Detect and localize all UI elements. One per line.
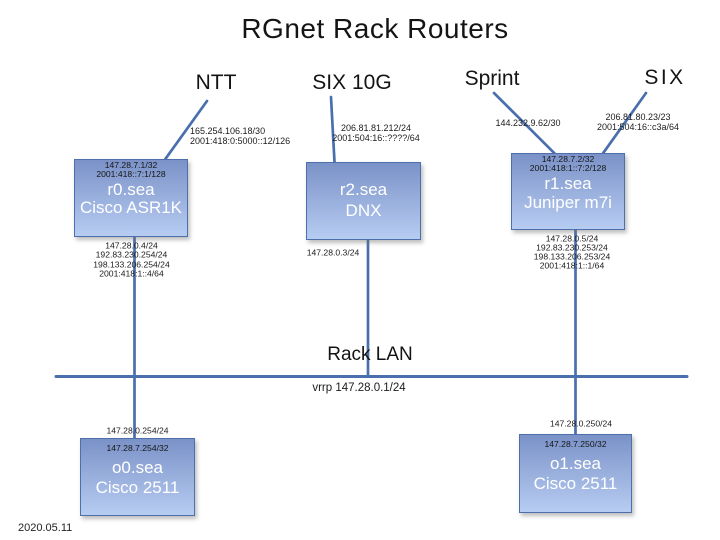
node-model: Cisco 2511 [95,478,180,497]
address-line: 147.28.0.250/24 [549,418,613,429]
lan-address-r2: 147.28.0.3/24 [306,247,360,258]
vrrp-label: vrrp 147.28.0.1/24 [312,382,406,394]
address-line: 147.28.0.4/24 [105,240,158,251]
rack-lan-label: Rack LAN [327,344,413,365]
node-model: Cisco 2511 [533,474,618,493]
uplink-addresses-six10g: 206.81.81.212/24 2001:504:16::????/64 [332,123,420,143]
node-loopbacks: 147.28.7.254/32 [106,444,168,453]
address-line: 206.81.81.212/24 [340,122,412,133]
uplink-label-six: SIX [644,66,686,89]
node-model: Juniper m7i [524,192,612,212]
uplink-label-ntt: NTT [195,71,237,94]
uplink-addresses-ntt: 165.254.106.18/30 2001:418:0:5000::12/12… [190,126,290,146]
address-line: 147.28.0.3/24 [306,247,360,258]
router-node-o1: 147.28.7.250/32 o1.sea Cisco 2511 [519,434,632,513]
address-line: 192.83.230.254/24 [95,249,168,260]
address-line: 2001:418:1::1/64 [539,260,605,271]
loopback-line: 147.28.7.1/32 [104,159,158,170]
node-name: r1.sea [544,174,592,193]
lan-addresses-r1: 147.28.0.5/24 192.83.230.253/24 198.133.… [533,232,611,271]
node-name: r0.sea [107,179,155,199]
uplink-addresses-six: 206.81.80.23/23 2001:504:16::c3a/64 [597,112,679,132]
uplink-label-sprint: Sprint [464,67,520,90]
lan-addresses-r0: 147.28.0.4/24 192.83.230.254/24 198.133.… [93,241,169,278]
loopback-line: 147.28.7.2/32 [541,154,595,164]
date-label: 2020.05.11 [18,522,73,534]
loopback-line: 147.28.7.250/32 [544,439,607,449]
router-node-r0: 147.28.7.1/32 2001:418::7:1/128 r0.sea C… [74,158,188,237]
link-six-r1 [601,91,648,155]
address-line: 198.133.206.253/24 [533,251,611,262]
address-line: 2001:418:1::4/64 [99,268,164,279]
diagram-title: RGnet Rack Routers [241,13,509,44]
node-loopbacks: 147.28.7.250/32 [544,440,606,449]
uplink-label-six10g: SIX 10G [312,71,392,94]
address-line: 198.133.206.254/24 [93,259,170,269]
link-sprint-r1 [492,91,556,155]
node-model: DNX [345,200,382,220]
lan-address-o1: 147.28.0.250/24 [549,418,613,429]
node-name: o0.sea [111,458,164,477]
loopback-line: 2001:418::7:1/128 [96,168,166,179]
loopback-line: 2001:418:1::7:2/128 [529,163,607,173]
node-loopbacks: 147.28.7.1/32 2001:418::7:1/128 [96,159,166,179]
node-name: r2.sea [339,180,388,199]
address-line: 165.254.106.18/30 [190,126,266,136]
address-line: 206.81.80.23/23 [605,111,671,122]
node-model: Cisco ASR1K [79,198,183,217]
link-ntt-r0 [164,99,209,161]
uplink-addresses-sprint: 144.232.9.62/30 [495,118,560,128]
address-line: 147.28.0.5/24 [545,232,599,243]
loopback-line: 147.28.7.254/32 [106,443,169,453]
address-line: 2001:418:0:5000::12/126 [190,136,291,147]
address-line: 147.28.0.254/24 [106,424,169,435]
address-line: 2001:504:16::c3a/64 [596,122,680,132]
router-node-o0: 147.28.7.254/32 o0.sea Cisco 2511 [80,438,195,516]
node-loopbacks: 147.28.7.2/32 2001:418:1::7:2/128 [530,155,606,173]
lan-address-o0: 147.28.0.254/24 [106,424,169,435]
address-line: 144.232.9.62/30 [495,117,561,128]
address-line: 192.83.230.253/24 [536,242,608,253]
router-node-r1: 147.28.7.2/32 2001:418:1::7:2/128 r1.sea… [511,153,625,230]
router-node-r2: r2.sea DNX [306,161,421,240]
node-name: o1.sea [549,454,602,473]
link-six10g-r2 [329,95,336,164]
address-line: 2001:504:16::????/64 [332,133,420,143]
